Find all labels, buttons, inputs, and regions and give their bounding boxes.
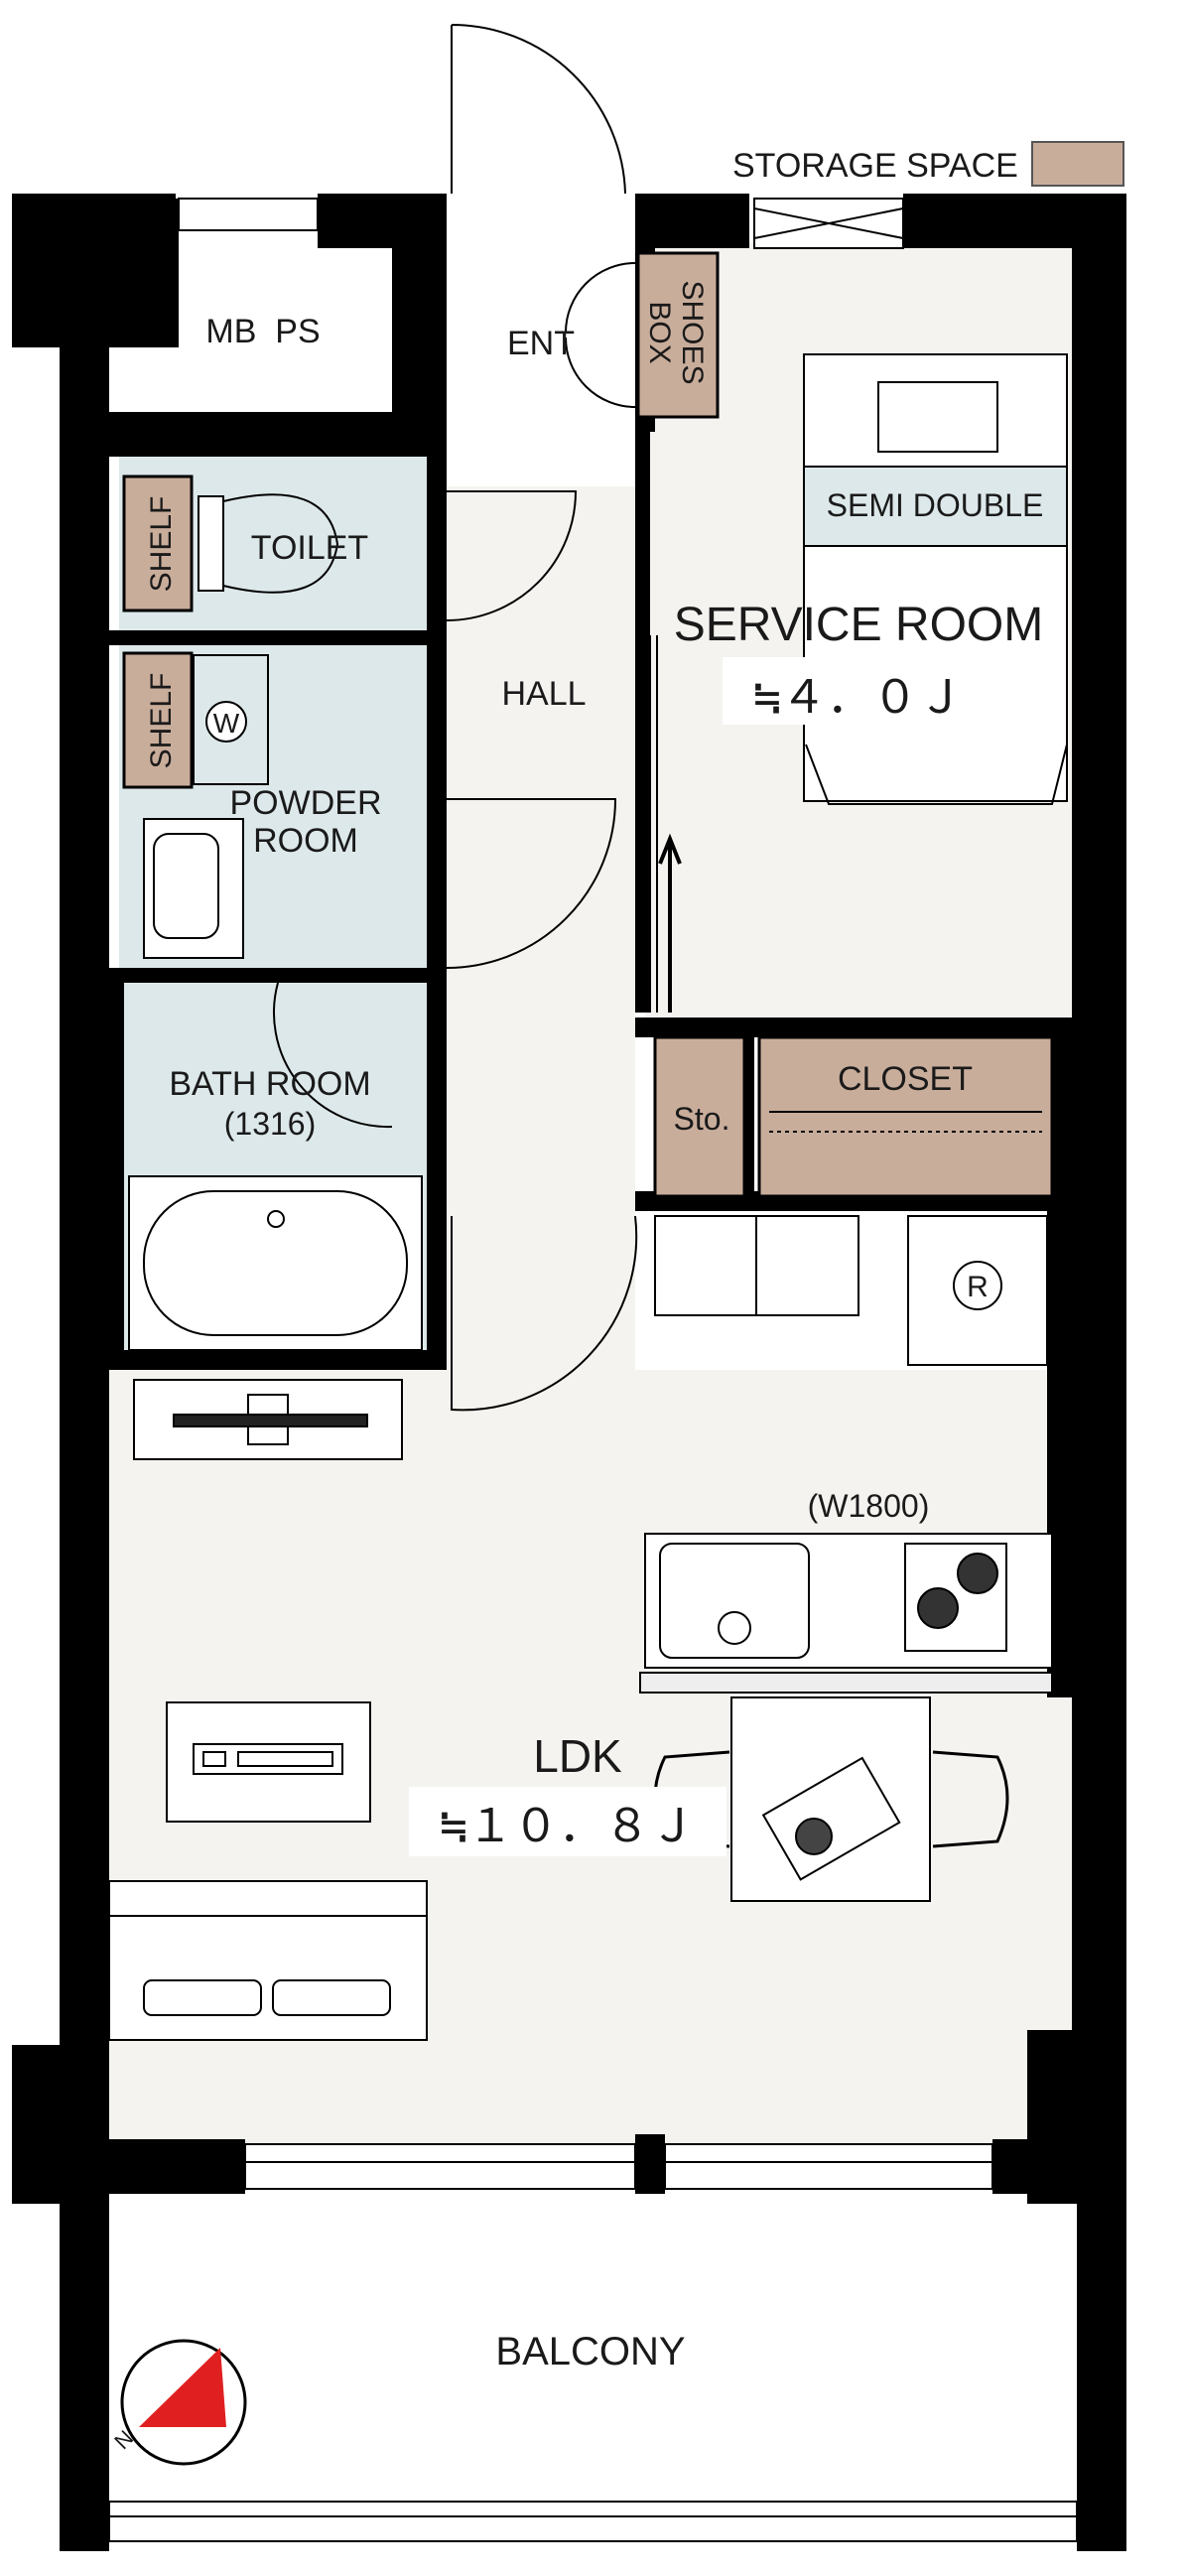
entrance-door	[451, 24, 626, 195]
label-entrance: ENT	[507, 325, 575, 362]
label-powder-1: POWDER	[230, 784, 382, 822]
closet	[757, 1035, 1054, 1198]
label-shoes-box-2: BOX	[643, 301, 676, 363]
washer-mark	[205, 701, 247, 743]
shelf-toilet	[122, 475, 194, 612]
sliding-door-service	[649, 635, 658, 1013]
pillow	[877, 381, 998, 453]
label-toilet: TOILET	[251, 529, 368, 567]
walls	[12, 194, 1126, 2551]
storage-spaces	[122, 251, 1054, 1198]
label-shelf-powder: SHELF	[145, 673, 178, 769]
dining-chair-right	[932, 1750, 1009, 1848]
shelf-powder	[122, 651, 194, 789]
label-hall: HALL	[501, 675, 586, 713]
label-balcony: BALCONY	[495, 2330, 685, 2373]
powder-door	[446, 798, 617, 969]
toilet-fixture	[198, 495, 224, 592]
sliding-arrow-icon	[658, 833, 682, 1013]
label-ldk: LDK	[533, 1730, 622, 1782]
label-ldk-area: ≒１０．８Ｊ	[440, 1799, 696, 1852]
north-arrow-icon: N	[109, 2339, 247, 2466]
windows	[108, 198, 1078, 2542]
legend-swatch	[1031, 141, 1124, 187]
label-mb-ps: MB PS	[205, 313, 320, 350]
label-closet: CLOSET	[838, 1060, 973, 1098]
toilet-door	[446, 490, 578, 621]
washer	[193, 654, 269, 785]
floor-entrance	[447, 208, 635, 486]
fridge-mark-label: R	[967, 1271, 989, 1303]
label-kitchen-width: (W1800)	[808, 1488, 930, 1524]
label-shelf-toilet: SHELF	[145, 496, 178, 593]
legend: STORAGE SPACE	[732, 141, 1124, 187]
label-powder-2: ROOM	[253, 822, 358, 860]
legend-label: STORAGE SPACE	[732, 147, 1018, 185]
small-storage	[653, 1035, 746, 1198]
shoes-box-door	[565, 262, 636, 408]
fixtures: W R	[108, 353, 1068, 2041]
label-bathroom: BATH ROOM	[169, 1065, 370, 1103]
label-service-room-area: ≒４．０Ｊ	[753, 670, 964, 724]
bath-door	[273, 982, 393, 1129]
label-bed: SEMI DOUBLE	[827, 487, 1044, 523]
label-service-room: SERVICE ROOM	[674, 599, 1044, 651]
floor-hall	[437, 486, 635, 1519]
shoes-box	[636, 251, 720, 419]
label-bathroom-size: (1316)	[224, 1106, 317, 1142]
label-shoes-box-1: SHOES	[676, 280, 709, 384]
ldk-door	[451, 1215, 638, 1412]
washer-mark-label: W	[213, 708, 240, 739]
label-storage-small: Sto.	[674, 1101, 730, 1137]
doors	[273, 24, 658, 1412]
sink	[659, 1543, 810, 1659]
room-labels: MB PS ENT SHOES BOX SHELF TOILET SHELF P…	[145, 280, 1043, 2373]
